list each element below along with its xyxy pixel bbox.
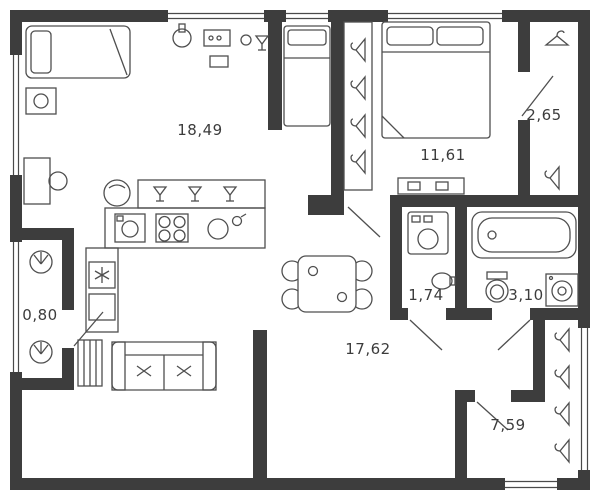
wardrobe-door-swing [521,75,554,117]
glass-icon [153,186,167,202]
fridge-icon [88,261,116,289]
hanger-icon [554,365,570,389]
hanger-icon [350,150,366,174]
wall-toilet-bath [455,207,467,308]
bathtub-icon [471,211,577,259]
wall-bedroom-wardrobe-bottom [518,120,530,207]
cabinet-icon [88,293,116,321]
wall-living-hall [253,330,267,478]
cushion-icon [176,365,192,377]
door-swings [73,75,554,431]
room-area-label-bathroom: 3,10 [508,286,543,304]
cushion-icon [136,365,152,377]
wall-hall-balcony-strip [533,320,545,402]
wall-balcony-left-right-a [62,228,74,310]
window-kitchen-top [168,10,264,22]
drying-hangers [554,328,570,463]
tv-stand-icon [397,177,465,195]
room-area-label-living-hall: 17,62 [345,340,390,358]
double-bed-icon [381,21,491,139]
bedroom-door-swing [347,206,381,238]
cooktop-icon [155,213,189,243]
dining-table-icon [281,255,373,313]
radiator-icon [77,339,103,387]
wall-living-niche [268,22,282,130]
room-area-label-kitchen-living: 18,49 [177,121,222,139]
hanger-icon [545,30,569,46]
wall-wardrobe-bottom [530,195,590,207]
plant-icon [29,250,53,274]
bathroom-door-swing [497,319,531,351]
plant-icon [29,340,53,364]
glass-icon [255,35,269,51]
furniture [23,21,579,463]
small-basin-icon [431,272,456,290]
wall-block-under-niche [308,195,344,215]
balcony-right-door-swing [476,401,509,431]
single-bed-icon [283,25,331,127]
wall-balcony-left-bottom [10,378,74,390]
door-openings [408,308,530,402]
pouf-icon [103,179,131,207]
room-area-label-bedroom: 11,61 [420,146,465,164]
bathroom-door-opening [492,308,530,320]
wall-niche-bedroom [331,22,344,195]
window-living-left [10,55,22,175]
kitchen-counter-icon [104,207,266,249]
hanger-icon [350,114,366,138]
corner-sofa-icon [25,25,131,79]
window-balcony-bottom [505,478,557,490]
hanger-icon [350,38,366,62]
balcony-right-door-opening [475,390,511,402]
hanger-icon [554,439,570,463]
wall-balcony-left-top [10,228,74,240]
sofa-icon [111,341,217,391]
window-bedroom-top [388,10,502,22]
room-labels: 18,49 11,61 2,65 1,74 3,10 0,80 17,62 7,… [22,106,561,434]
wall-toilet-left [390,207,402,320]
desk-and-stool-icon [23,157,68,205]
room-area-label-balcony-right: 7,59 [490,416,525,434]
room-area-label-wardrobe: 2,65 [526,106,561,124]
hanger-icon [554,328,570,352]
toilet-door-swing [409,319,443,351]
side-table-icon [25,87,57,115]
hanger-icon [554,402,570,426]
room-area-label-toilet: 1,74 [408,286,443,304]
window-balcony-right [578,328,590,470]
wall-bedroom-wardrobe-top [518,22,530,72]
wall-balcony-right-left [455,390,467,478]
faucet-icon [172,23,192,48]
water-heater-icon [407,211,449,255]
room-area-label-balcony-left: 0,80 [22,306,57,324]
bar-counter-icon [137,179,266,209]
wardrobe-strip [343,21,373,191]
wall-bedroom-bottom [390,195,518,207]
hanger-icon [350,76,366,100]
window-balcony-left [10,242,22,372]
washing-machine-icon [545,273,579,307]
windows [10,10,590,490]
cup-icon [240,34,269,51]
dishwasher-icon [114,213,146,243]
tall-cabinet-icon [85,247,119,333]
glass-icon [223,186,237,202]
toilet-bowl-icon [485,271,509,303]
window-niche-top [286,10,328,22]
small-appliance-icon [203,29,231,68]
hanger-icon [544,166,560,190]
glass-icon [188,186,202,202]
wall-bottom [10,478,590,490]
kitchen-sink-icon [207,213,247,240]
toilet-door-opening [408,308,446,320]
